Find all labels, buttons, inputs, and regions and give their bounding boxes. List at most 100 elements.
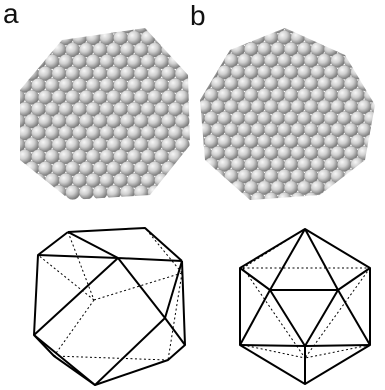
sphere-atom [25, 185, 39, 199]
sphere-atom [357, 31, 371, 45]
sphere-atom [120, 185, 134, 199]
sphere-atom [224, 192, 238, 206]
sphere-atom [364, 158, 378, 172]
cuboctahedron-hidden-edges [38, 228, 182, 360]
sphere-atom [311, 19, 325, 33]
sphere-atom [204, 42, 218, 56]
sphere-atom [357, 54, 371, 68]
sphere-atom [371, 146, 385, 160]
sphere-atom [11, 161, 25, 175]
sphere-atom [18, 173, 32, 187]
sphere-atom [218, 181, 232, 195]
sphere-atom [317, 192, 331, 206]
sphere-atom [182, 31, 196, 45]
sphere-atom [371, 169, 385, 183]
sphere-atom [11, 43, 25, 57]
sphere-atom [337, 181, 351, 195]
sphere-atom [204, 19, 218, 33]
sphere-atom [191, 181, 205, 195]
icosahedron-sphere-cluster [191, 19, 385, 206]
sphere-atom [191, 65, 205, 79]
cuboctahedron-visible-edges [34, 228, 185, 385]
sphere-atom [371, 192, 385, 206]
sphere-atom [357, 169, 371, 183]
sphere-atom [148, 19, 162, 33]
sphere-atom [198, 31, 212, 45]
sphere-atom [198, 54, 212, 68]
sphere-atom [182, 54, 196, 68]
sphere-atom [191, 42, 205, 56]
sphere-atom [238, 192, 252, 206]
sphere-atom [175, 43, 189, 57]
icosahedron-visible-edges [240, 229, 370, 384]
sphere-atom [304, 192, 318, 206]
sphere-atom [107, 19, 121, 33]
sphere-atom [182, 173, 196, 187]
sphere-atom [224, 31, 238, 45]
sphere-atom [344, 31, 358, 45]
sphere-atom [134, 185, 148, 199]
sphere-atom [364, 19, 378, 33]
sphere-atom [11, 19, 25, 33]
sphere-atom [198, 192, 212, 206]
sphere-atom [351, 19, 365, 33]
sphere-atom [66, 19, 80, 33]
sphere-atom [148, 185, 162, 199]
sphere-atom [11, 66, 25, 80]
sphere-atom [324, 181, 338, 195]
sphere-atom [211, 31, 225, 45]
sphere-atom [218, 19, 232, 33]
sphere-atom [291, 192, 305, 206]
sphere-atom [25, 19, 39, 33]
sphere-atom [251, 192, 265, 206]
sphere-atom [204, 181, 218, 195]
sphere-atom [371, 123, 385, 137]
sphere-atom [351, 181, 365, 195]
sphere-atom [93, 19, 107, 33]
cuboctahedron-wireframe [34, 228, 185, 385]
sphere-atom [211, 192, 225, 206]
sphere-atom [31, 173, 45, 187]
sphere-atom [244, 19, 258, 33]
sphere-atom [31, 31, 45, 45]
sphere-atom [351, 42, 365, 56]
sphere-atom [191, 135, 205, 149]
sphere-atom [337, 19, 351, 33]
sphere-atom [11, 185, 25, 199]
sphere-atom [52, 185, 66, 199]
sphere-atom [66, 185, 80, 199]
sphere-atom [344, 169, 358, 183]
sphere-atom [297, 19, 311, 33]
sphere-atom [324, 19, 338, 33]
sphere-atom [93, 185, 107, 199]
sphere-atom [107, 185, 121, 199]
sphere-atom [231, 19, 245, 33]
sphere-atom [182, 150, 196, 164]
sphere-atom [79, 185, 93, 199]
sphere-atom [168, 173, 182, 187]
sphere-atom [191, 19, 205, 33]
sphere-atom [161, 185, 175, 199]
sphere-atom [18, 54, 32, 68]
sphere-atom [38, 185, 52, 199]
sphere-atom [264, 192, 278, 206]
sphere-atom [371, 31, 385, 45]
sphere-atom [18, 31, 32, 45]
sphere-atom [211, 169, 225, 183]
sphere-atom [317, 31, 331, 45]
sphere-atom [52, 19, 66, 33]
sphere-atom [331, 192, 345, 206]
icosahedron-wireframe [240, 229, 370, 384]
sphere-atom [371, 77, 385, 91]
sphere-atom [344, 192, 358, 206]
sphere-atom [364, 42, 378, 56]
sphere-atom [331, 31, 345, 45]
sphere-atom [79, 19, 93, 33]
sphere-atom [161, 19, 175, 33]
sphere-atom [371, 54, 385, 68]
sphere-atom [38, 19, 52, 33]
sphere-atom [175, 19, 189, 33]
sphere-atom [25, 161, 39, 175]
sphere-atom [168, 31, 182, 45]
